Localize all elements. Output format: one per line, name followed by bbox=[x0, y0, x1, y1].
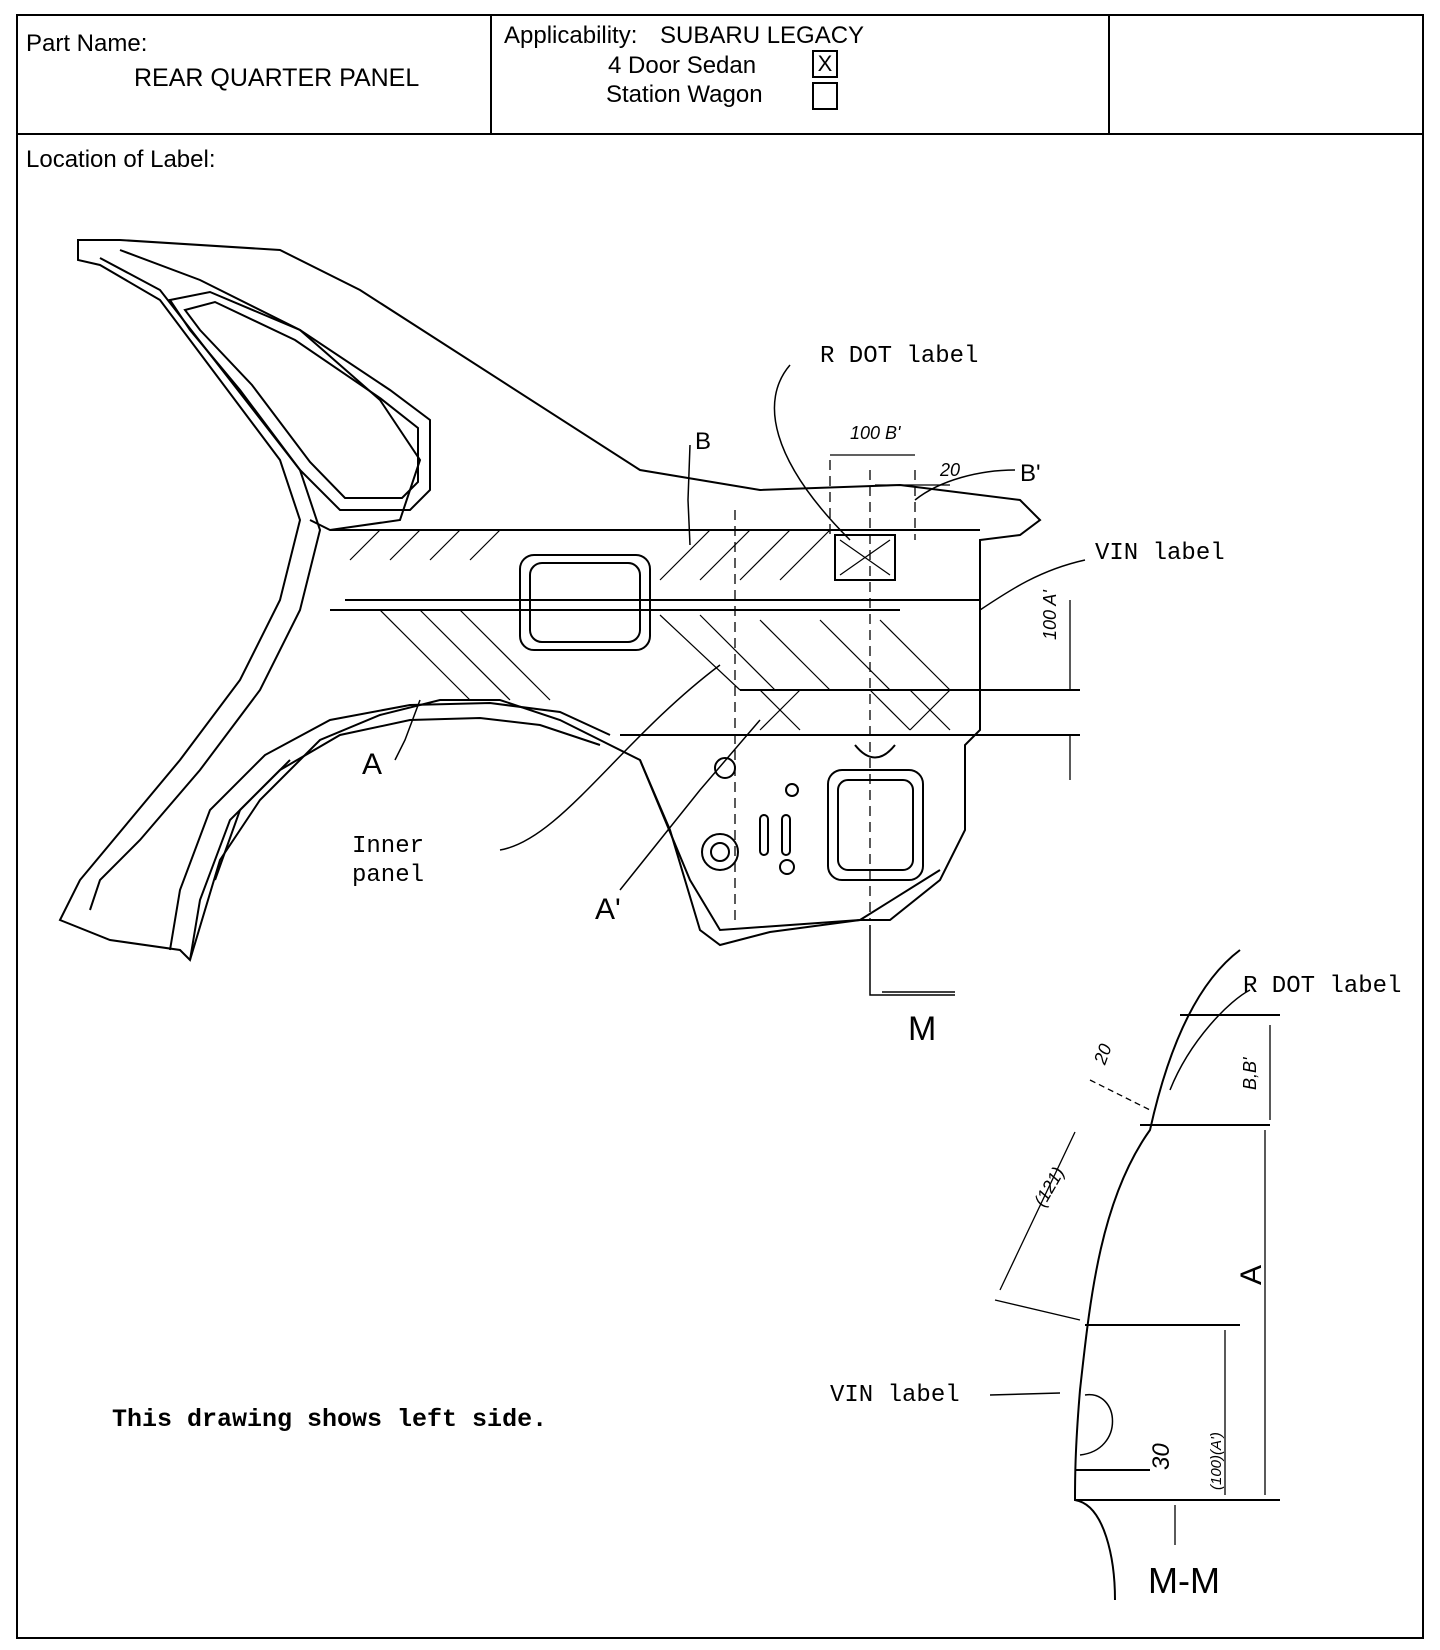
label-a: A bbox=[362, 748, 383, 781]
document-frame: Part Name: REAR QUARTER PANEL Applicabil… bbox=[16, 14, 1424, 1639]
option-sedan-checkbox: X bbox=[812, 50, 838, 78]
part-name-value: REAR QUARTER PANEL bbox=[134, 64, 420, 92]
section-r-dot-label: R DOT label bbox=[1243, 973, 1402, 1000]
applicability-label: Applicability: bbox=[504, 22, 638, 49]
label-b-prime: B' bbox=[1020, 460, 1041, 487]
dimension-lines bbox=[830, 454, 1080, 780]
view-arrow-m: M bbox=[908, 1010, 937, 1048]
label-a-prime: A' bbox=[595, 893, 621, 926]
header-table: Part Name: REAR QUARTER PANEL Applicabil… bbox=[18, 16, 1422, 135]
dim-100-a-prime: 100 A' bbox=[1040, 590, 1060, 640]
section-dim-a: A bbox=[1235, 1264, 1268, 1285]
leader-lines bbox=[394, 364, 1086, 996]
label-b: B bbox=[695, 428, 712, 455]
inner-panel-label-line1: Inner bbox=[352, 833, 425, 860]
section-dim-100-a-prime: (100)(A') bbox=[1208, 1432, 1225, 1490]
part-name-cell: Part Name: REAR QUARTER PANEL bbox=[18, 16, 492, 133]
lower-structure bbox=[639, 744, 941, 932]
vin-label-annotation: VIN label bbox=[1095, 540, 1225, 567]
part-name-label: Part Name: bbox=[26, 30, 148, 57]
section-vin-label: VIN label bbox=[830, 1382, 960, 1409]
applicability-value: SUBARU LEGACY bbox=[660, 22, 865, 49]
option-wagon-checkbox bbox=[812, 82, 838, 110]
center-lines bbox=[734, 460, 916, 920]
option-sedan-label: 4 Door Sedan bbox=[608, 52, 757, 79]
section-dim-b-b-prime: B,B' bbox=[1240, 1057, 1260, 1090]
section-title-m-m: M-M bbox=[1148, 1560, 1220, 1601]
r-dot-label-annotation: R DOT label bbox=[820, 343, 979, 370]
inner-panel-label-line2: panel bbox=[352, 862, 425, 889]
location-label: Location of Label: bbox=[26, 146, 216, 173]
panel-outline bbox=[58, 239, 1042, 962]
option-wagon-label: Station Wagon bbox=[606, 81, 763, 108]
section-dim-30: 30 bbox=[1148, 1443, 1175, 1470]
drawing-side-note: This drawing shows left side. bbox=[112, 1405, 548, 1434]
section-m-m bbox=[989, 949, 1280, 1601]
applicability-cell: Applicability: SUBARU LEGACY 4 Door Seda… bbox=[492, 16, 1110, 133]
label-bands bbox=[330, 529, 1080, 736]
dim-20: 20 bbox=[940, 460, 961, 480]
dim-100-b-prime: 100 B' bbox=[850, 423, 901, 443]
